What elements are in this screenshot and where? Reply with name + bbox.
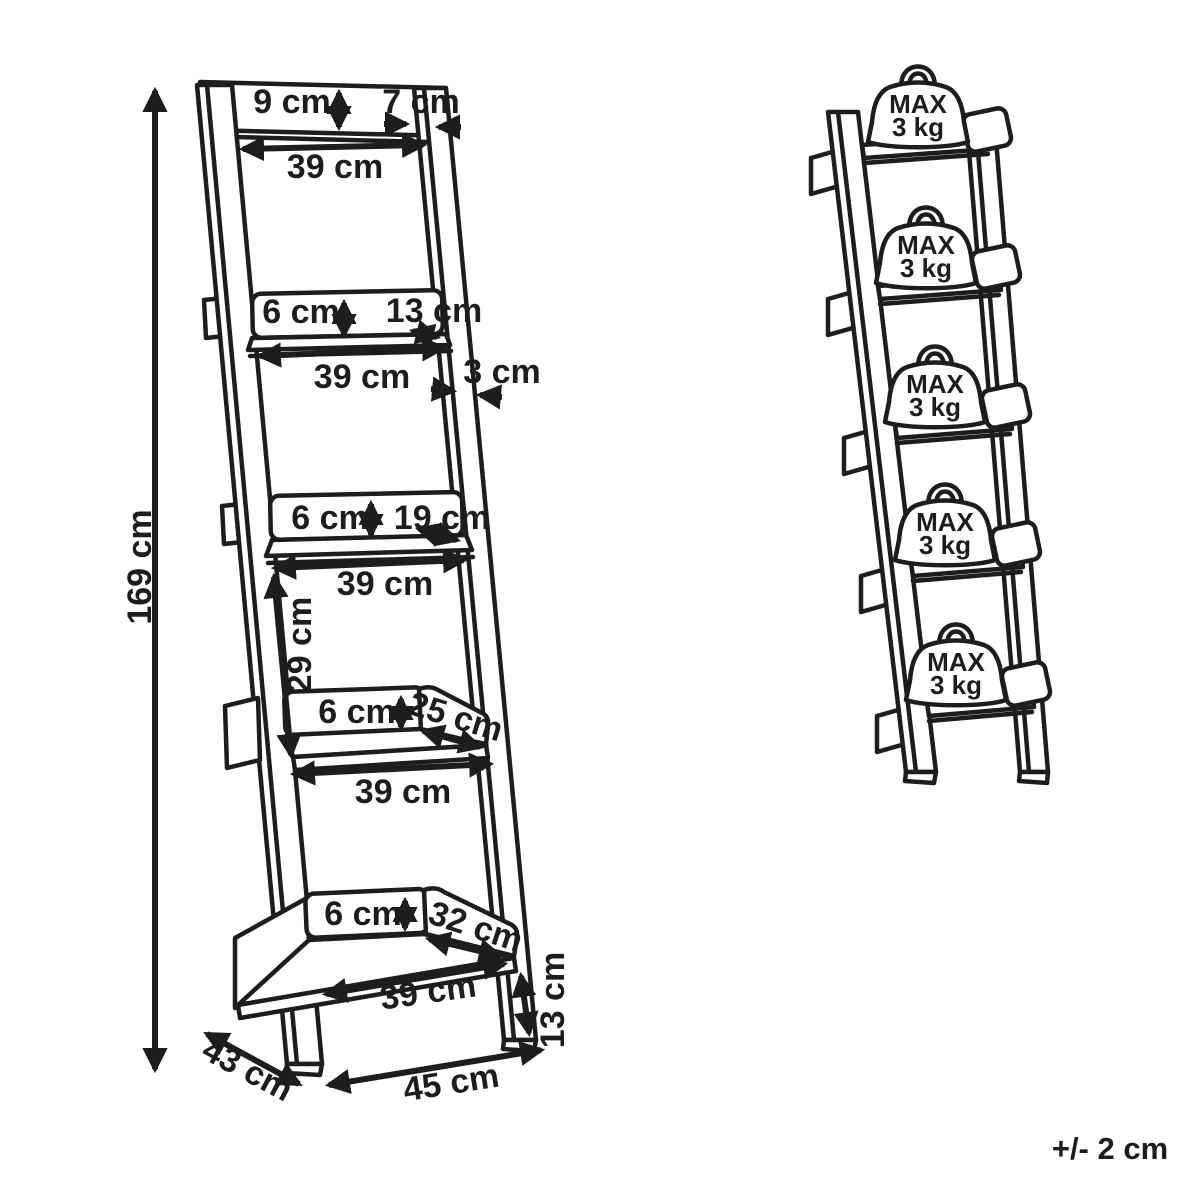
dimensioned-view: 169 cm 9 cm 7 cm 39 cm 6 cm 13 cm 39 cm … [121,79,572,1110]
arrow-shelf5-depth [424,931,505,964]
load-shelf-4-front [910,569,1024,584]
arrow-shelf5-width [321,955,509,1003]
load-shelf-2-front [877,292,1002,307]
tolerance-note: +/- 2 cm [1052,1131,1168,1166]
weight-3-max-label: MAX [906,369,964,399]
arrow-shelf4-depth [418,724,485,754]
weight-1-max-label: MAX [889,89,947,119]
arrow-shelf4-width [289,752,495,786]
weight-5: MAX 3 kg [903,622,1009,708]
load-shelf-1-front [861,151,991,166]
arrow-shelf2-depth [408,319,442,349]
load-view: MAX 3 kg MAX 3 kg MAX 3 kg MAX 3 kg MAX … [808,64,1053,786]
load-shelf-4-lip [989,520,1043,568]
arrow-shelf2-width [255,336,448,368]
dim-shelf3-depth: 19 cm [394,499,490,537]
arrow-frame-thickness-right [475,384,503,410]
weight-3-kg-label: 3 kg [909,392,961,422]
load-right-rail-edge [972,112,1032,775]
dim-base-width: 45 cm [401,1057,502,1110]
arrow-shelf-spacing [263,572,302,760]
weight-1-kg-label: 3 kg [892,112,944,142]
weight-4-kg-label: 3 kg [919,530,971,560]
arrow-shelf3-width [270,548,469,580]
weight-4-body [892,498,998,568]
load-shelf-1-lip [960,106,1014,154]
weight-5-body [903,638,1009,708]
dim-shelf2-lip: 6 cm [262,293,340,331]
dim-top-frame-depth: 7 cm [382,83,460,121]
shelf-1-front-edge [234,134,430,145]
dim-top-width: 39 cm [287,148,383,186]
weight-1: MAX 3 kg [865,64,971,150]
dim-shelf5-lip: 6 cm [324,895,402,933]
arrow-shelf3-depth [414,522,462,547]
weight-4-max-label: MAX [916,507,974,537]
weight-3: MAX 3 kg [882,344,988,430]
arrow-top-width [238,132,428,162]
dim-total-height: 169 cm [121,509,159,624]
weight-2-kg-label: 3 kg [900,253,952,283]
load-left-rail-edge [835,109,919,775]
load-shelf-5-front [926,709,1035,724]
weight-1-body [865,80,971,150]
load-shelf-3-front [894,431,1013,446]
load-left-rail-foot [902,769,939,786]
dim-frame-thickness: 3 cm [463,353,541,391]
weight-2-body [873,221,979,291]
dim-shelf3-width: 39 cm [337,565,433,603]
dim-top-back-height: 9 cm [253,83,331,121]
dim-shelf3-lip: 6 cm [291,499,369,537]
load-shelf-3-lip [979,382,1033,430]
arrow-base-depth [203,1031,303,1087]
arrow-base-width [324,1040,546,1095]
dim-shelf2-width: 39 cm [314,358,410,396]
right-rail-edge [421,85,517,1043]
weight-5-kg-label: 3 kg [930,670,982,700]
arrow-frame-thickness-left [430,376,458,402]
load-right-rail-foot [1016,769,1051,786]
weight-2: MAX 3 kg [873,205,979,291]
weight-3-body [882,360,988,430]
weight-4: MAX 3 kg [892,482,998,568]
shelf-4-left-wall [222,695,263,771]
arrow-foot-height [511,971,539,1038]
dim-shelf4-width: 39 cm [355,773,451,811]
dim-foot-height: 13 cm [534,952,572,1048]
weight-5-max-label: MAX [927,647,985,677]
dim-shelf-spacing: 29 cm [281,597,319,693]
weight-2-max-label: MAX [897,230,955,260]
dim-shelf2-depth: 13 cm [386,292,482,330]
dim-shelf4-lip: 6 cm [318,693,396,731]
left-rail-edge [204,82,300,1067]
